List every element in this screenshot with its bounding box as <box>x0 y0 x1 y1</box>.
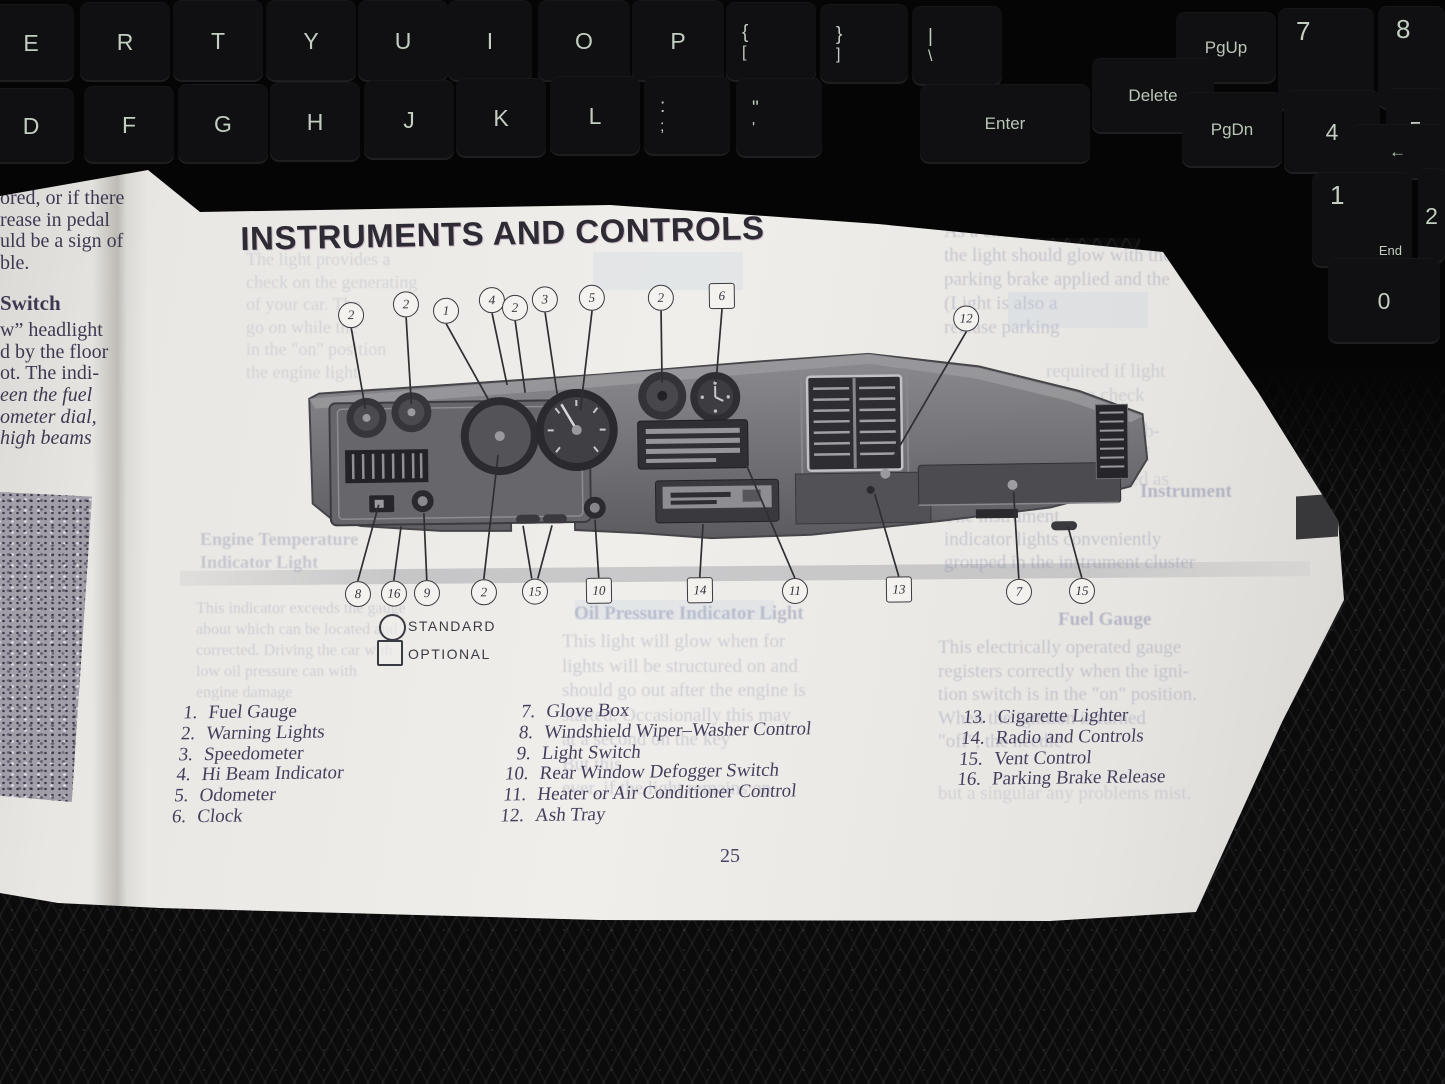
ghost-highlight <box>575 600 775 620</box>
key-O: O <box>538 0 630 82</box>
key-T: T <box>173 0 263 82</box>
callout-10: 10 <box>585 577 613 604</box>
dashboard-diagram: 2 2 1 4 2 3 5 2 6 12 8 16 9 2 15 10 14 1… <box>248 263 1193 636</box>
list-item: 12.Ash Tray <box>499 803 607 827</box>
key-bracket-left: {[ <box>726 2 816 82</box>
key-D: D <box>0 88 74 164</box>
key-0: 0 <box>1328 258 1440 344</box>
callout-14: 14 <box>686 577 714 604</box>
glove-box-lock <box>1007 479 1018 490</box>
key-bracket-right: }] <box>820 4 908 84</box>
legend-list-column-1: 1.Fuel Gauge 2.Warning Lights 3.Speedome… <box>153 700 407 828</box>
ash-tray <box>880 468 891 479</box>
key-enter: Enter <box>920 84 1090 164</box>
ghost-heading-instrument: Instrument <box>1140 481 1232 502</box>
ghost-heading-fuel-gauge: Fuel Gauge <box>1058 609 1152 630</box>
left-page-photo <box>0 492 92 802</box>
right-vent <box>1094 403 1129 480</box>
key-R: R <box>80 2 170 82</box>
legend-optional-label: OPTIONAL <box>408 646 491 662</box>
key-F: F <box>84 86 174 164</box>
key-2: 2 <box>1418 168 1445 264</box>
callout-6: 6 <box>708 282 736 310</box>
cigarette-lighter <box>866 485 875 494</box>
defrost-strip <box>975 508 1018 519</box>
list-item: 16.Parking Brake Release <box>956 766 1167 791</box>
legend-list-column-2: 7.Glove Box 8.Windshield Wiper–Washer Co… <box>491 697 875 827</box>
key-semicolon: :; <box>644 76 730 156</box>
left-page-paragraph3: een the fuel ometer dial, high beams <box>0 384 97 449</box>
dashboard-illustration <box>308 308 1149 582</box>
key-quote: "' <box>736 78 822 158</box>
key-backslash: |\ <box>912 6 1002 86</box>
key-L: L <box>550 76 640 156</box>
vent-control-lever <box>515 514 540 524</box>
callout-13: 13 <box>885 576 913 603</box>
key-I: I <box>448 0 532 82</box>
vent-control-lever <box>1051 521 1078 531</box>
key-pgdn: PgDn <box>1182 92 1282 168</box>
left-vent-grille <box>344 449 429 484</box>
speedometer-ticks <box>547 399 606 453</box>
ghost-text-right-body1: The instrument indicator lights convenie… <box>944 506 1196 573</box>
left-page-paragraph: ored, or if there rease in pedal uld be … <box>0 187 125 274</box>
ghost-text-right-body2: This electrically operated gauge registe… <box>938 637 1197 752</box>
left-page-heading: Switch <box>0 291 61 315</box>
key-K: K <box>456 78 546 158</box>
speedometer-needle <box>560 403 578 431</box>
ghost-text-right-body3: but a singular any problems mist. <box>938 783 1192 804</box>
ghost-heading-oil-pressure: Oil Pressure Indicator Light <box>574 603 804 624</box>
key-H: H <box>270 82 360 162</box>
ghost-text-left-top: The light provides a check on the genera… <box>246 249 418 382</box>
ghost-text-left-lower: This indicator exceeds the gauge about w… <box>196 600 406 701</box>
center-console <box>794 471 932 525</box>
key-Y: Y <box>266 0 356 82</box>
key-P: P <box>632 0 724 82</box>
dashboard-top-pad <box>309 353 1143 423</box>
key-J: J <box>364 80 454 160</box>
standard-circle-icon <box>379 614 406 641</box>
key-G: G <box>178 84 268 164</box>
ghost-text-middle: This light will glow when for lights wil… <box>562 631 806 799</box>
optional-square-icon <box>377 640 403 666</box>
callout-leader-lines <box>350 308 1083 582</box>
legend-standard-label: STANDARD <box>408 618 496 634</box>
page-gutter-crease <box>92 170 148 913</box>
ghost-highlight <box>1008 292 1148 328</box>
legend-list-column-3: 13.Cigarette Lighter 14.Radio and Contro… <box>948 704 1256 791</box>
page-number: 25 <box>720 845 740 867</box>
key-E: E <box>0 4 74 82</box>
vent-control-lever <box>542 514 567 524</box>
ghost-heading-engine-temp: Engine Temperature Indicator Light <box>200 529 359 572</box>
list-item: 6.Clock <box>170 805 244 828</box>
key-U: U <box>358 0 448 82</box>
left-page-paragraph2: w” headlight d by the floor ot. The indi… <box>0 319 109 384</box>
glove-box <box>917 461 1122 506</box>
